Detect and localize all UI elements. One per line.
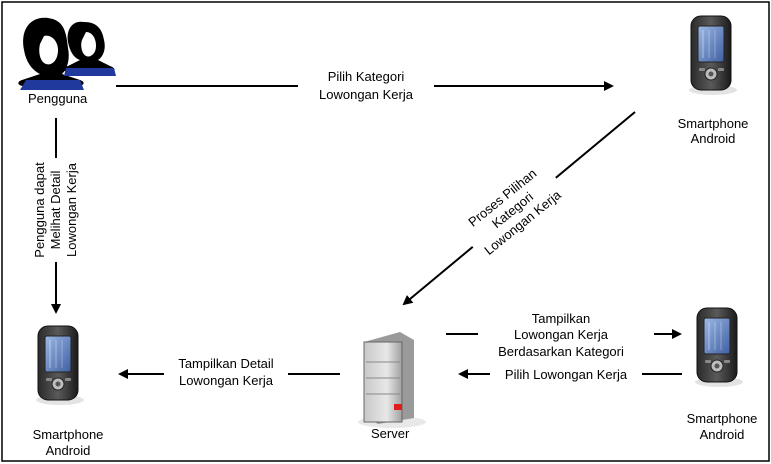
- edge-tampilkan-detail-label-1: Tampilkan Detail: [178, 356, 273, 371]
- phone-bottom-left-label-1: Smartphone: [33, 427, 104, 442]
- edge-pilih-kategori-label-bg: [298, 66, 434, 104]
- server-label: Server: [371, 426, 410, 441]
- edge-tampilkan-kategori-label-3: Berdasarkan Kategori: [498, 344, 624, 359]
- edge-pilih-lowongan-label-bg: [490, 366, 642, 382]
- phone-top-right-label-2: Android: [691, 131, 736, 146]
- edge-tampilkan-kategori-label-2: Lowongan Kerja: [514, 327, 609, 342]
- phone-bottom-left-label-2: Android: [46, 443, 91, 458]
- edge-tampilkan-detail-label-bg: [164, 354, 288, 390]
- phone-top-right-label-1: Smartphone: [678, 116, 749, 131]
- phone-bottom-right-label-2: Android: [700, 427, 745, 442]
- phone-bottom-left-icon: [35, 325, 85, 406]
- edge-tampilkan-kategori-label-bg: [478, 310, 654, 362]
- phone-top-right-icon: [688, 15, 738, 96]
- edge-pengguna-dapat-label-bg: [30, 158, 80, 262]
- edge-pilih-kategori-label-2: Lowongan Kerja: [319, 87, 414, 102]
- edge-pilih-kategori-label-1: Pilih Kategori: [328, 69, 405, 84]
- phone-bottom-right-icon: [694, 307, 744, 388]
- edge-tampilkan-kategori-label-1: Tampilkan: [532, 311, 591, 326]
- edge-pengguna-dapat-label-3: Lowongan Kerja: [64, 162, 79, 257]
- user-label: Pengguna: [28, 91, 88, 106]
- edge-pilih-lowongan-label-1: Pilih Lowongan Kerja: [505, 367, 628, 382]
- edge-proses-pilihan-label-bg: [453, 154, 572, 265]
- users-icon: [18, 17, 116, 90]
- edge-pengguna-dapat-label-2: Melihat Detail: [48, 171, 63, 250]
- phone-bottom-right-label-1: Smartphone: [687, 411, 758, 426]
- edge-pengguna-dapat-label-1: Pengguna dapat: [32, 162, 47, 258]
- edge-tampilkan-detail-label-2: Lowongan Kerja: [179, 373, 274, 388]
- server-icon: [358, 332, 426, 428]
